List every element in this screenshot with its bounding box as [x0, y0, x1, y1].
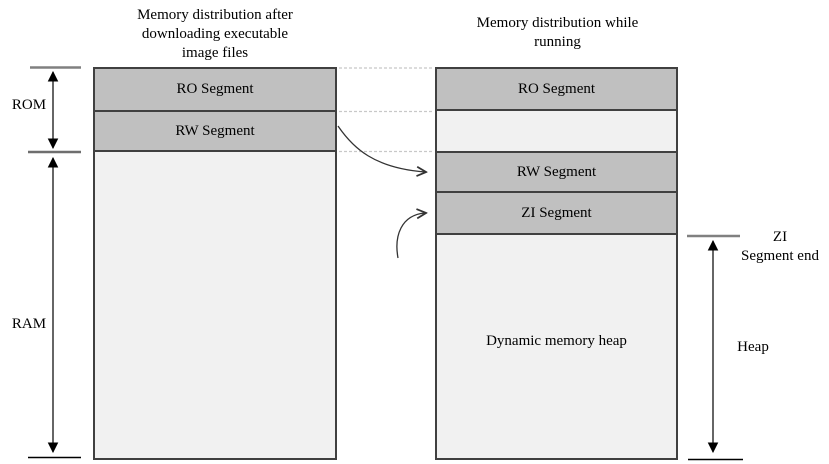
right-memory-column: RO Segment RW Segment ZI Segment Dynamic…: [435, 67, 678, 460]
rw-copy-curved-arrow: [337, 125, 425, 172]
right-empty-gap: [437, 111, 676, 151]
right-ro-segment: RO Segment: [437, 69, 676, 111]
zi-init-curved-arrow: [396, 213, 425, 259]
right-rw-segment: RW Segment: [437, 151, 676, 193]
left-rw-segment: RW Segment: [95, 112, 335, 152]
left-memory-column: RO Segment RW Segment: [93, 67, 337, 460]
left-ro-segment: RO Segment: [95, 69, 335, 112]
left-column-title: Memory distribution after downloading ex…: [137, 7, 293, 61]
rom-label: ROM: [11, 97, 47, 113]
ram-label: RAM: [11, 316, 47, 332]
dynamic-memory-heap-segment: Dynamic memory heap: [437, 235, 676, 458]
zi-segment-end-label: ZI Segment end: [741, 229, 819, 264]
right-zi-segment: ZI Segment: [437, 193, 676, 235]
heap-label: Heap: [737, 339, 769, 355]
right-column-title: Memory distribution while running: [476, 15, 639, 50]
ram-extent-arrow: [28, 156, 81, 459]
dashed-connector-lines: [339, 67, 433, 153]
